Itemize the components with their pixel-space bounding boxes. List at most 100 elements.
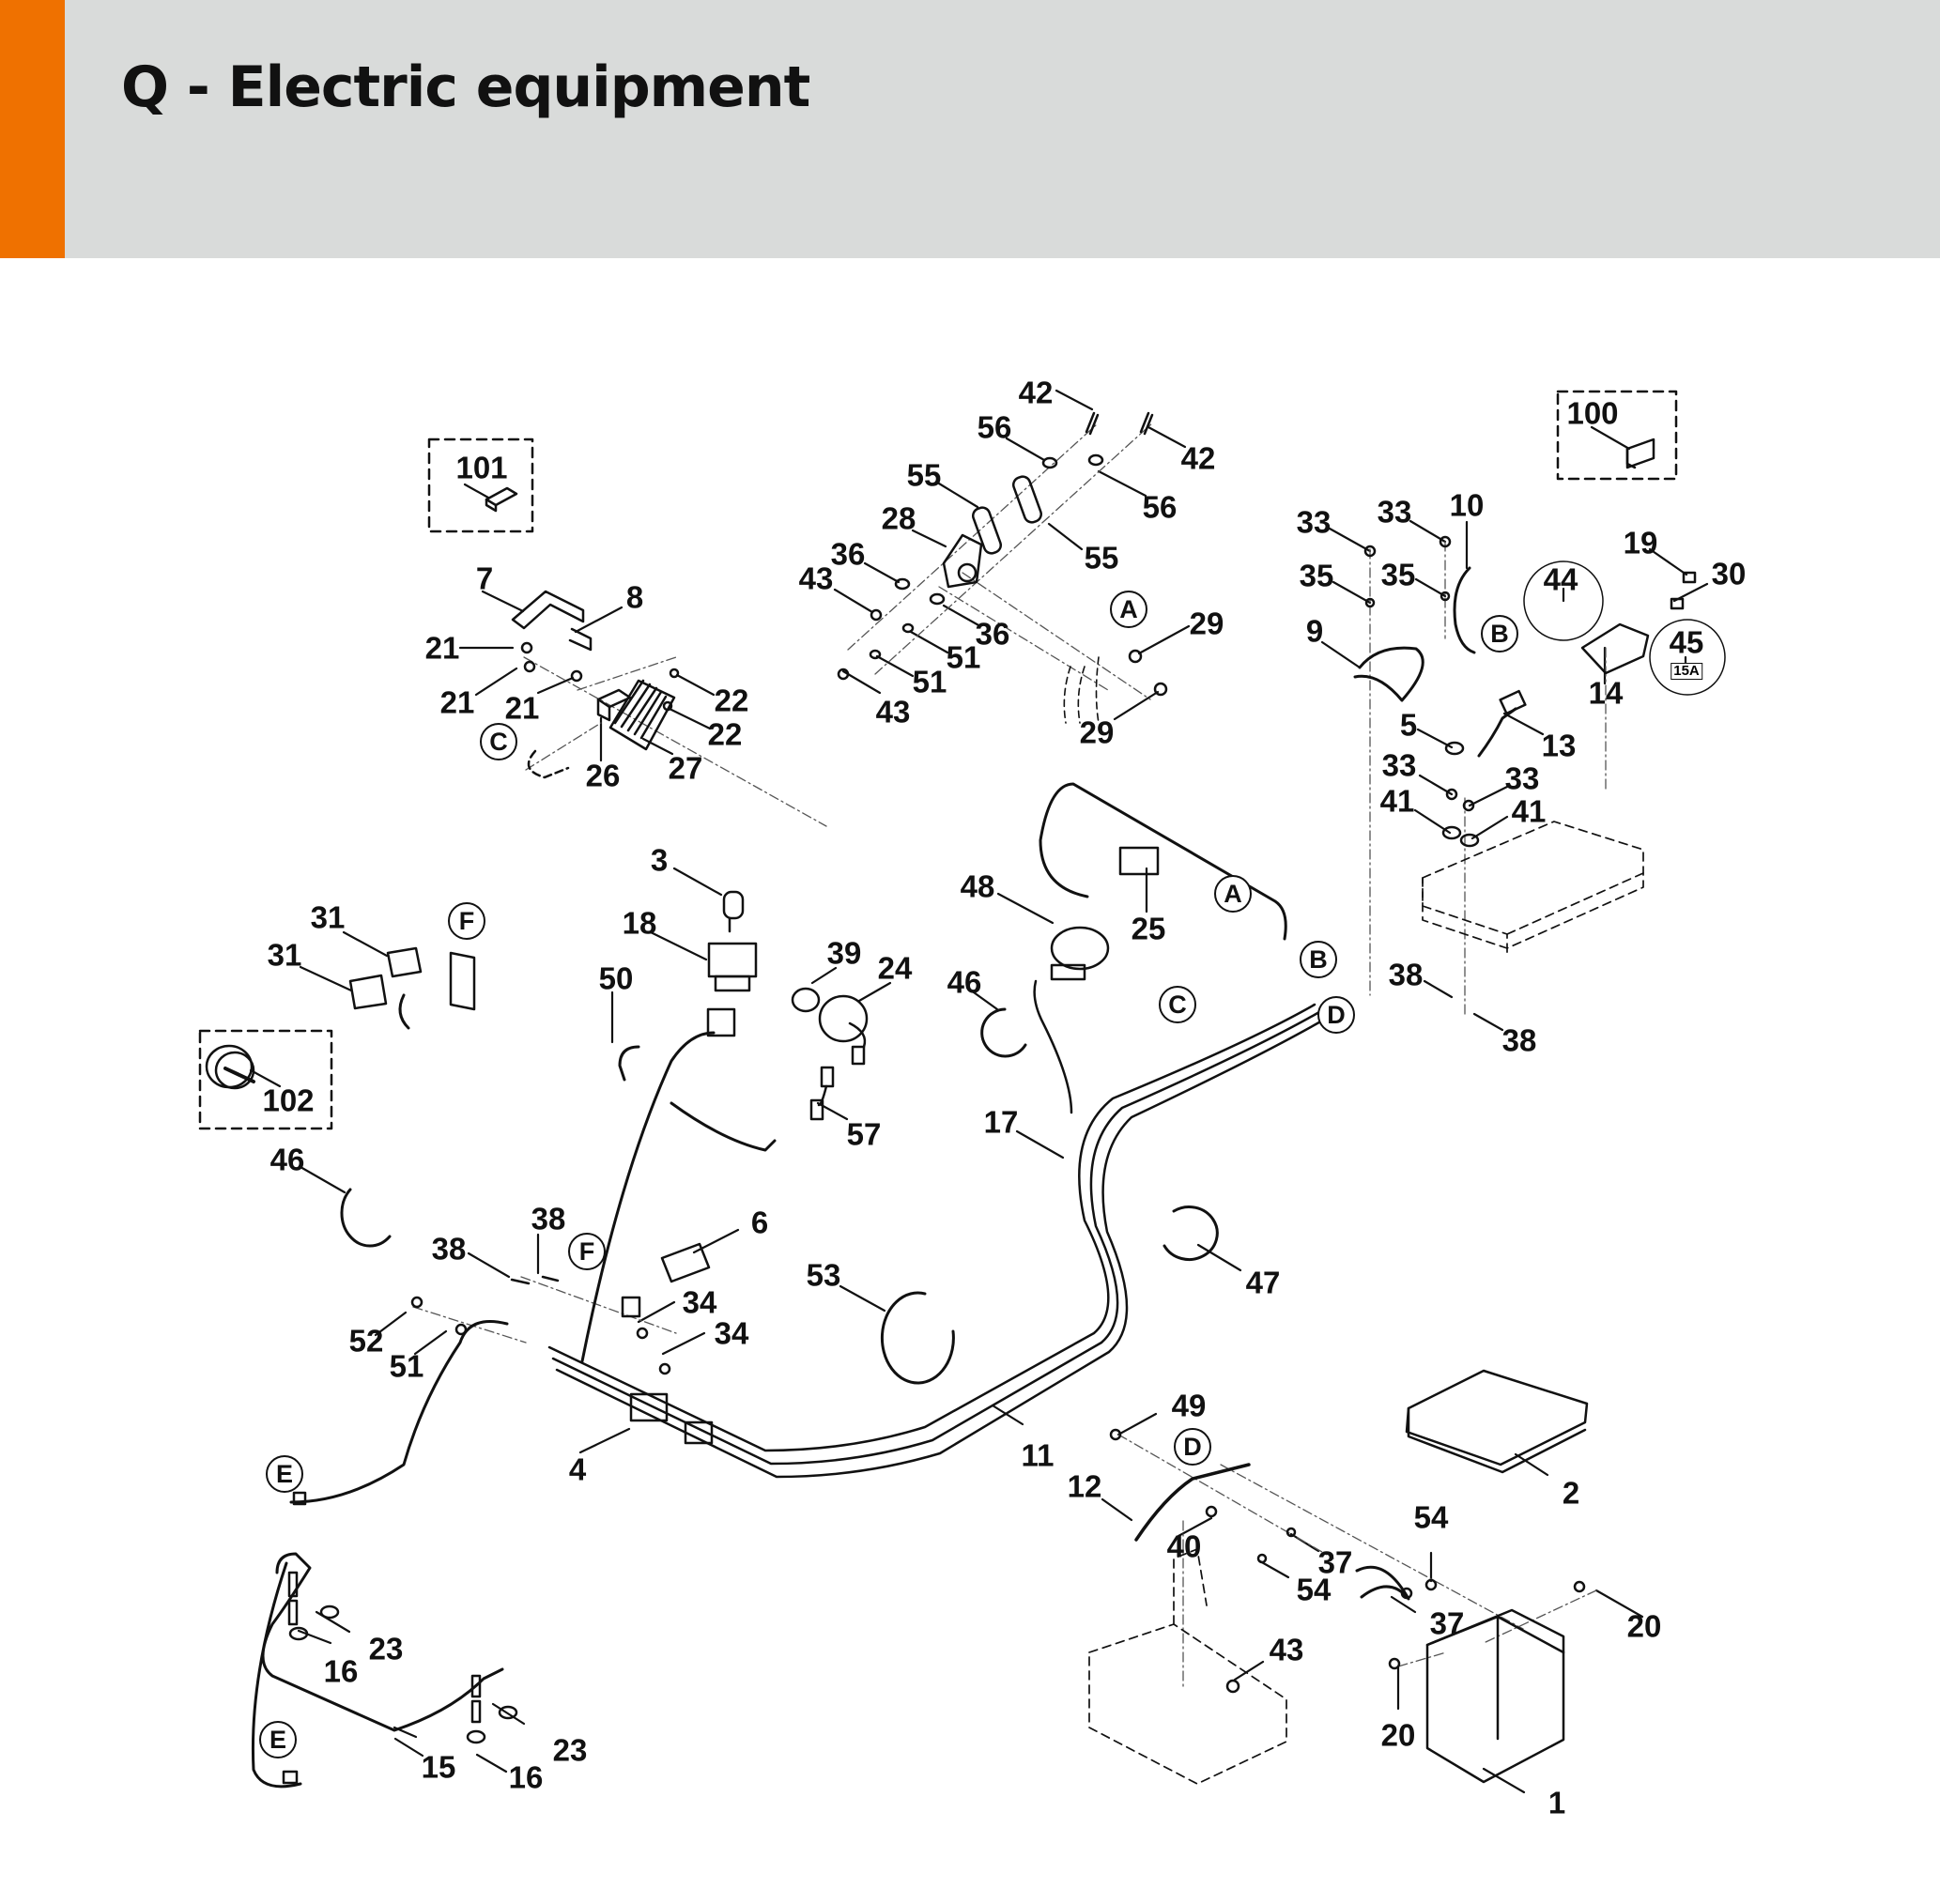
callout-31[interactable]: 31 xyxy=(267,937,302,973)
callout-14[interactable]: 14 xyxy=(1588,675,1624,711)
callout-30[interactable]: 30 xyxy=(1711,556,1747,591)
part-9-cable xyxy=(1353,646,1424,702)
screw-20-right xyxy=(1573,1580,1586,1593)
callout-41[interactable]: 41 xyxy=(1379,783,1415,819)
callout-101[interactable]: 101 xyxy=(455,450,508,485)
callout-38[interactable]: 38 xyxy=(1501,1022,1537,1058)
callout-51[interactable]: 51 xyxy=(912,664,947,699)
callout-36[interactable]: 36 xyxy=(830,536,866,572)
callout-33[interactable]: 33 xyxy=(1377,494,1412,530)
callout-55[interactable]: 55 xyxy=(906,457,942,493)
callout-29[interactable]: 29 xyxy=(1079,714,1115,750)
callout-33[interactable]: 33 xyxy=(1296,504,1332,540)
callout-54[interactable]: 54 xyxy=(1413,1499,1449,1535)
callout-12[interactable]: 12 xyxy=(1067,1468,1102,1504)
callout-17[interactable]: 17 xyxy=(983,1104,1019,1140)
callout-48[interactable]: 48 xyxy=(960,868,995,904)
callout-8[interactable]: 8 xyxy=(625,579,644,615)
callout-20[interactable]: 20 xyxy=(1626,1608,1662,1644)
callout-10[interactable]: 10 xyxy=(1449,487,1485,523)
nut-43-bottom xyxy=(1225,1679,1240,1694)
callout-50[interactable]: 50 xyxy=(598,960,634,996)
callout-52[interactable]: 52 xyxy=(348,1323,384,1359)
callout-39[interactable]: 39 xyxy=(826,935,862,971)
callout-34[interactable]: 34 xyxy=(682,1284,717,1320)
part-18-ignition-switch xyxy=(706,942,758,1037)
callout-24[interactable]: 24 xyxy=(877,950,913,986)
callout-22[interactable]: 22 xyxy=(707,716,743,752)
callout-47[interactable]: 47 xyxy=(1245,1265,1281,1300)
callout-21[interactable]: 21 xyxy=(504,690,540,726)
callout-42[interactable]: 42 xyxy=(1180,440,1216,476)
optional-box-101 xyxy=(427,438,534,533)
callout-4[interactable]: 4 xyxy=(568,1451,587,1487)
callout-38[interactable]: 38 xyxy=(531,1201,566,1236)
reference-marker-d: D xyxy=(1174,1428,1211,1466)
callout-16[interactable]: 16 xyxy=(508,1759,544,1795)
callout-37[interactable]: 37 xyxy=(1429,1605,1465,1641)
callout-18[interactable]: 18 xyxy=(622,905,657,941)
callout-43[interactable]: 43 xyxy=(875,694,911,729)
callout-29[interactable]: 29 xyxy=(1189,606,1224,641)
part-46-ring-right xyxy=(980,1007,1027,1058)
callout-22[interactable]: 22 xyxy=(714,683,749,718)
part-100-clip xyxy=(1625,438,1655,469)
callout-53[interactable]: 53 xyxy=(806,1257,841,1293)
callout-21[interactable]: 21 xyxy=(439,684,475,720)
callout-44[interactable]: 44 xyxy=(1543,561,1578,597)
callout-35[interactable]: 35 xyxy=(1299,558,1334,593)
callout-46[interactable]: 46 xyxy=(269,1142,305,1177)
callout-1[interactable]: 1 xyxy=(1547,1785,1566,1820)
callout-28[interactable]: 28 xyxy=(881,500,916,536)
callout-43[interactable]: 43 xyxy=(1269,1632,1304,1667)
callout-42[interactable]: 42 xyxy=(1018,375,1054,410)
callout-25[interactable]: 25 xyxy=(1131,911,1166,946)
callout-54[interactable]: 54 xyxy=(1296,1572,1332,1607)
callout-31[interactable]: 31 xyxy=(310,899,346,935)
callout-20[interactable]: 20 xyxy=(1380,1717,1416,1753)
harness-top-loop xyxy=(1039,782,1287,941)
callout-100[interactable]: 100 xyxy=(1566,395,1619,431)
nuts-34-52-51 xyxy=(410,1296,671,1375)
callout-13[interactable]: 13 xyxy=(1541,728,1577,763)
callout-19[interactable]: 19 xyxy=(1623,525,1658,560)
callout-55[interactable]: 55 xyxy=(1084,540,1119,576)
callout-7[interactable]: 7 xyxy=(475,560,494,596)
callout-27[interactable]: 27 xyxy=(668,750,703,786)
callout-57[interactable]: 57 xyxy=(846,1116,882,1152)
callout-56[interactable]: 56 xyxy=(1142,489,1178,525)
callout-34[interactable]: 34 xyxy=(714,1315,749,1351)
callout-37[interactable]: 37 xyxy=(1317,1544,1353,1580)
callout-23[interactable]: 23 xyxy=(552,1732,588,1768)
callout-35[interactable]: 35 xyxy=(1380,557,1416,592)
callout-2[interactable]: 2 xyxy=(1562,1475,1580,1511)
callout-16[interactable]: 16 xyxy=(323,1653,359,1689)
callout-38[interactable]: 38 xyxy=(431,1231,467,1267)
callout-21[interactable]: 21 xyxy=(424,630,460,666)
callout-9[interactable]: 9 xyxy=(1305,613,1324,649)
callout-26[interactable]: 26 xyxy=(585,758,621,793)
callout-6[interactable]: 6 xyxy=(750,1205,769,1240)
callout-102[interactable]: 102 xyxy=(262,1083,315,1118)
callout-5[interactable]: 5 xyxy=(1399,707,1418,743)
callout-3[interactable]: 3 xyxy=(650,842,669,878)
callout-11[interactable]: 11 xyxy=(1021,1437,1055,1473)
callout-33[interactable]: 33 xyxy=(1381,747,1417,783)
callout-43[interactable]: 43 xyxy=(798,560,834,596)
callout-40[interactable]: 40 xyxy=(1166,1528,1202,1564)
callout-38[interactable]: 38 xyxy=(1388,957,1424,992)
callout-51[interactable]: 51 xyxy=(389,1348,424,1384)
callout-15[interactable]: 15 xyxy=(421,1749,456,1785)
callout-41[interactable]: 41 xyxy=(1511,793,1547,829)
callout-36[interactable]: 36 xyxy=(975,616,1010,652)
callout-23[interactable]: 23 xyxy=(368,1631,404,1666)
callout-45[interactable]: 45 xyxy=(1669,624,1704,660)
callout-46[interactable]: 46 xyxy=(947,964,982,1000)
callout-51[interactable]: 51 xyxy=(946,639,981,675)
reference-marker-f: F xyxy=(568,1233,606,1270)
callout-56[interactable]: 56 xyxy=(977,409,1012,445)
callout-49[interactable]: 49 xyxy=(1171,1388,1207,1423)
leader-lines xyxy=(249,389,1709,1794)
callout-33[interactable]: 33 xyxy=(1504,760,1540,796)
